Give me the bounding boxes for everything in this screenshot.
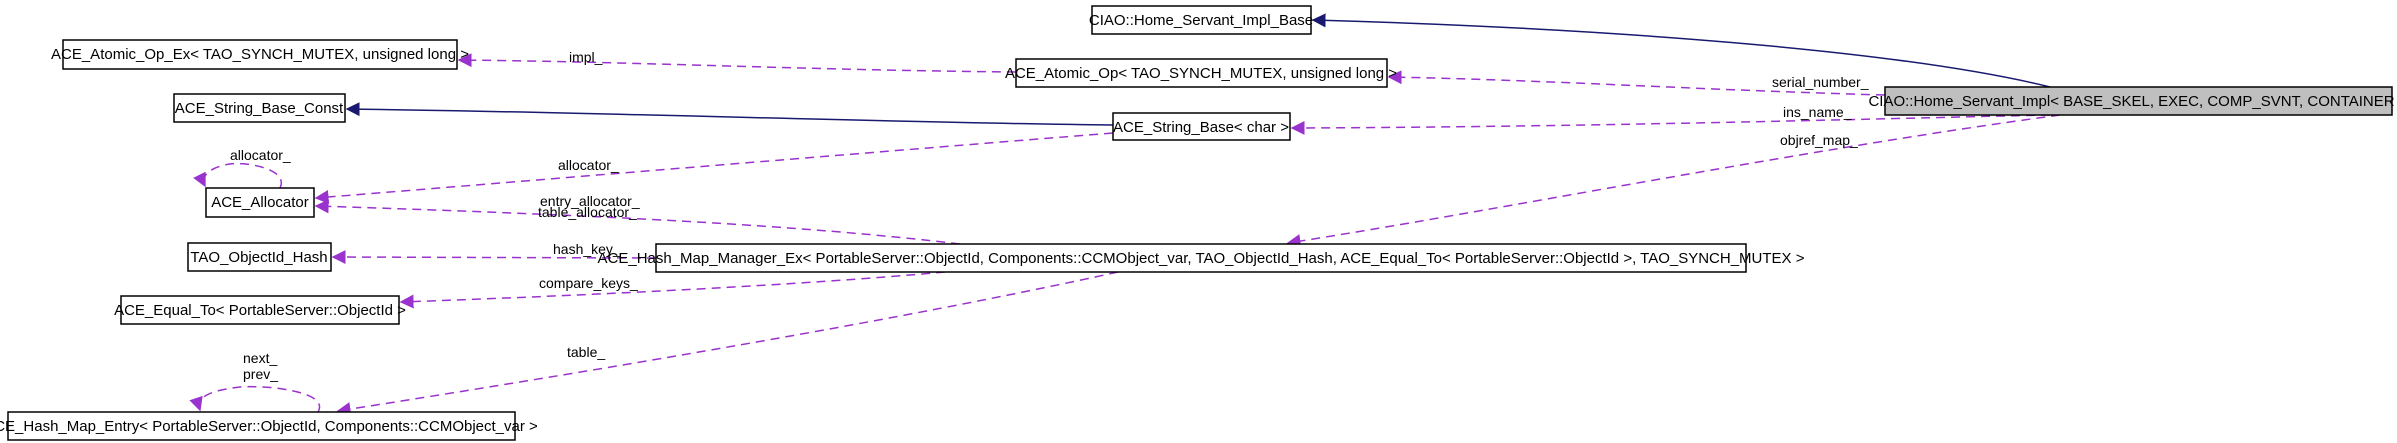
edge-label-prev: prev_ (243, 366, 278, 382)
edge-table (336, 271, 1119, 416)
node-atomic-op[interactable]: ACE_Atomic_Op< TAO_SYNCH_MUTEX, unsigned… (1005, 58, 1397, 88)
node-equal-to[interactable]: ACE_Equal_To< PortableServer::ObjectId > (114, 295, 406, 325)
node-string-base[interactable]: ACE_String_Base< char > (1112, 112, 1291, 141)
node-label: ACE_Equal_To< PortableServer::ObjectId > (114, 302, 406, 319)
edge-inheritance-string-base-const (345, 102, 1114, 126)
node-home-servant-impl-base[interactable]: CIAO::Home_Servant_Impl_Base (1089, 5, 1313, 35)
edge-objref-map (1286, 114, 2061, 248)
edge-label-compare-keys: compare_keys_ (539, 275, 638, 291)
edge-label-objref-map: objref_map_ (1780, 132, 1858, 148)
edge-serial-number (1387, 70, 1886, 96)
node-label: TAO_ObjectId_Hash (190, 249, 327, 266)
node-hash-map-entry[interactable]: ACE_Hash_Map_Entry< PortableServer::Obje… (0, 411, 538, 441)
node-label: ACE_Hash_Map_Entry< PortableServer::Obje… (0, 418, 538, 435)
node-hash-map-manager[interactable]: ACE_Hash_Map_Manager_Ex< PortableServer:… (598, 243, 1805, 273)
edge-label-impl: impl_ (569, 49, 603, 65)
edge-label-table-allocator: table_allocator_ (538, 204, 637, 220)
node-string-base-const[interactable]: ACE_String_Base_Const (173, 93, 346, 123)
edge-inheritance-home-servant-impl-base (1311, 13, 2051, 88)
edge-label-hash-key: hash_key_ (553, 241, 621, 257)
node-home-servant-impl[interactable]: CIAO::Home_Servant_Impl< BASE_SKEL, EXEC… (1868, 86, 2397, 116)
node-label: ACE_Atomic_Op< TAO_SYNCH_MUTEX, unsigned… (1005, 65, 1397, 82)
edge-label-serial-number: serial_number_ (1772, 74, 1869, 90)
node-label: CIAO::Home_Servant_Impl< BASE_SKEL, EXEC… (1868, 93, 2397, 110)
edge-allocator-string-base (314, 132, 1114, 204)
edge-hash-map-entry-self-loop (189, 385, 321, 413)
node-label: CIAO::Home_Servant_Impl_Base (1089, 12, 1313, 29)
node-label: ACE_String_Base_Const (175, 100, 344, 117)
edge-label-allocator-string-base: allocator_ (558, 157, 619, 173)
edge-label-ins-name: ins_name_ (1783, 104, 1852, 120)
edge-label-next: next_ (243, 350, 277, 366)
node-label: ACE_Atomic_Op_Ex< TAO_SYNCH_MUTEX, unsig… (51, 46, 469, 63)
edge-label-table: table_ (567, 344, 605, 360)
edge-entry-table-allocator (314, 199, 961, 245)
edge-hash-key (331, 250, 657, 265)
node-atomic-op-ex[interactable]: ACE_Atomic_Op_Ex< TAO_SYNCH_MUTEX, unsig… (51, 39, 469, 70)
edge-impl (457, 53, 1017, 73)
node-allocator[interactable]: ACE_Allocator (205, 187, 315, 218)
edge-ins-name (1290, 114, 2051, 135)
node-label: ACE_Allocator (211, 194, 309, 211)
edge-compare-keys (399, 271, 946, 309)
edge-allocator-self-loop (193, 162, 283, 189)
node-label: ACE_String_Base< char > (1113, 119, 1289, 136)
edge-label-entry-allocator: entry_allocator_ (540, 193, 640, 209)
edge-label-allocator-self: allocator_ (230, 147, 291, 163)
node-objectid-hash[interactable]: TAO_ObjectId_Hash (187, 242, 332, 272)
node-label: ACE_Hash_Map_Manager_Ex< PortableServer:… (598, 250, 1805, 267)
